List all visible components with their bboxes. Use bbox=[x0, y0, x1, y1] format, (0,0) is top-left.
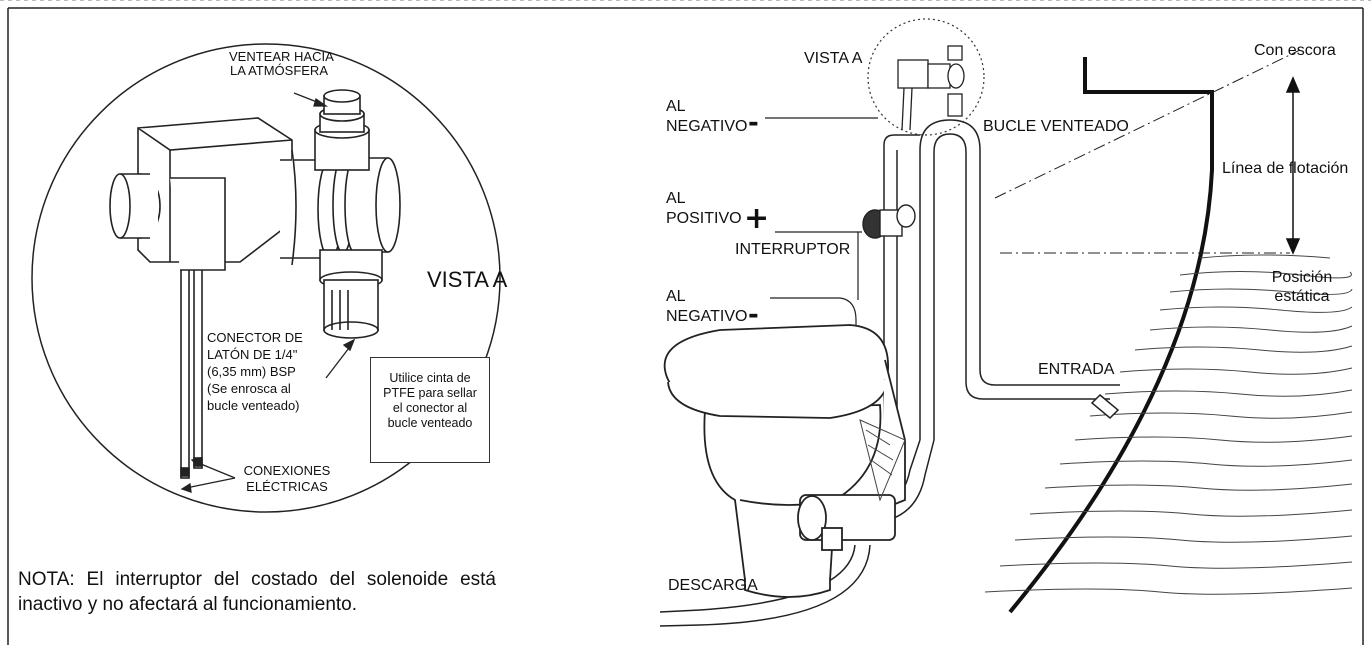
toilet-bracket bbox=[859, 419, 906, 502]
inlet-fitting bbox=[1090, 393, 1120, 420]
electrical-label: CONEXIONES ELÉCTRICAS bbox=[237, 463, 337, 495]
to-negative-bottom: AL NEGATIVO bbox=[666, 287, 748, 327]
inactive-switch-note: NOTA: El interruptor del costado del sol… bbox=[18, 569, 496, 615]
ptfe-tape-note: Utilice cinta de PTFE para sellar el con… bbox=[370, 357, 490, 463]
vented-loop-label: BUCLE VENTEADO bbox=[983, 118, 1129, 135]
plus-sign: + bbox=[744, 201, 770, 236]
solenoid-valve-drawing bbox=[109, 89, 401, 479]
wires bbox=[765, 117, 878, 345]
switch-label: INTERRUPTOR bbox=[735, 241, 851, 258]
connector-line1: CONECTOR DE bbox=[207, 330, 303, 345]
view-a-title: VISTA A bbox=[427, 267, 508, 292]
neg-top-line2: NEGATIVO bbox=[666, 118, 748, 135]
heel-label: Con escora bbox=[1254, 42, 1336, 59]
boat-hull bbox=[1008, 57, 1214, 614]
connector-line4: (Se enrosca al bbox=[207, 381, 291, 396]
mini-solenoid bbox=[897, 45, 965, 131]
pos-line2: POSITIVO bbox=[666, 210, 742, 227]
to-negative-top: AL NEGATIVO bbox=[666, 97, 748, 137]
water-waves bbox=[984, 254, 1353, 595]
switch-drawing bbox=[862, 204, 916, 239]
electrical-line1: CONEXIONES bbox=[243, 463, 331, 478]
view-a-callout: VISTA A bbox=[804, 50, 863, 67]
to-positive: AL POSITIVO bbox=[666, 189, 742, 229]
vent-label-line1: VENTEAR HACIA bbox=[229, 49, 334, 64]
minus-sign-bottom: - bbox=[748, 300, 759, 330]
neg-bottom-line2: NEGATIVO bbox=[666, 308, 748, 325]
electrical-line2: ELÉCTRICAS bbox=[246, 479, 328, 494]
minus-sign-top: - bbox=[748, 108, 759, 138]
connector-line2: LATÓN DE 1/4" bbox=[207, 347, 298, 362]
inlet-label: ENTRADA bbox=[1038, 361, 1115, 378]
detail-circle bbox=[867, 18, 985, 136]
discharge-label: DESCARGA bbox=[668, 577, 758, 594]
vent-label-line2: LA ATMÓSFERA bbox=[229, 63, 328, 79]
waterline-lines bbox=[994, 49, 1301, 254]
tape-note-line2: PTFE para sellar bbox=[383, 386, 477, 400]
neg-top-line1: AL bbox=[666, 98, 686, 115]
connector-line3: (6,35 mm) BSP bbox=[207, 364, 296, 379]
waterline-arrow bbox=[1285, 76, 1301, 255]
neg-bottom-line1: AL bbox=[666, 288, 686, 305]
pos-line1: AL bbox=[666, 190, 686, 207]
tape-note-line4: bucle venteado bbox=[387, 416, 473, 430]
tape-note-line1: Utilice cinta de bbox=[389, 371, 471, 385]
tape-note-line3: el conector al bbox=[392, 401, 468, 415]
static-position-label: Posición estática bbox=[1262, 268, 1342, 306]
toilet-drawing bbox=[663, 324, 906, 598]
frame-top bbox=[0, 0, 1371, 8]
left-leader-lines bbox=[180, 92, 356, 493]
vent-label: VENTEAR HACIA LA ATMÓSFERA bbox=[229, 49, 334, 79]
static-line1: Posición bbox=[1271, 269, 1333, 286]
view-a-circle bbox=[31, 43, 501, 513]
static-line2: estática bbox=[1274, 288, 1330, 305]
connector-line5: bucle venteado) bbox=[207, 398, 300, 413]
waterline-label: Línea de flotación bbox=[1222, 160, 1349, 177]
connector-label: CONECTOR DE LATÓN DE 1/4" (6,35 mm) BSP … bbox=[207, 329, 303, 414]
